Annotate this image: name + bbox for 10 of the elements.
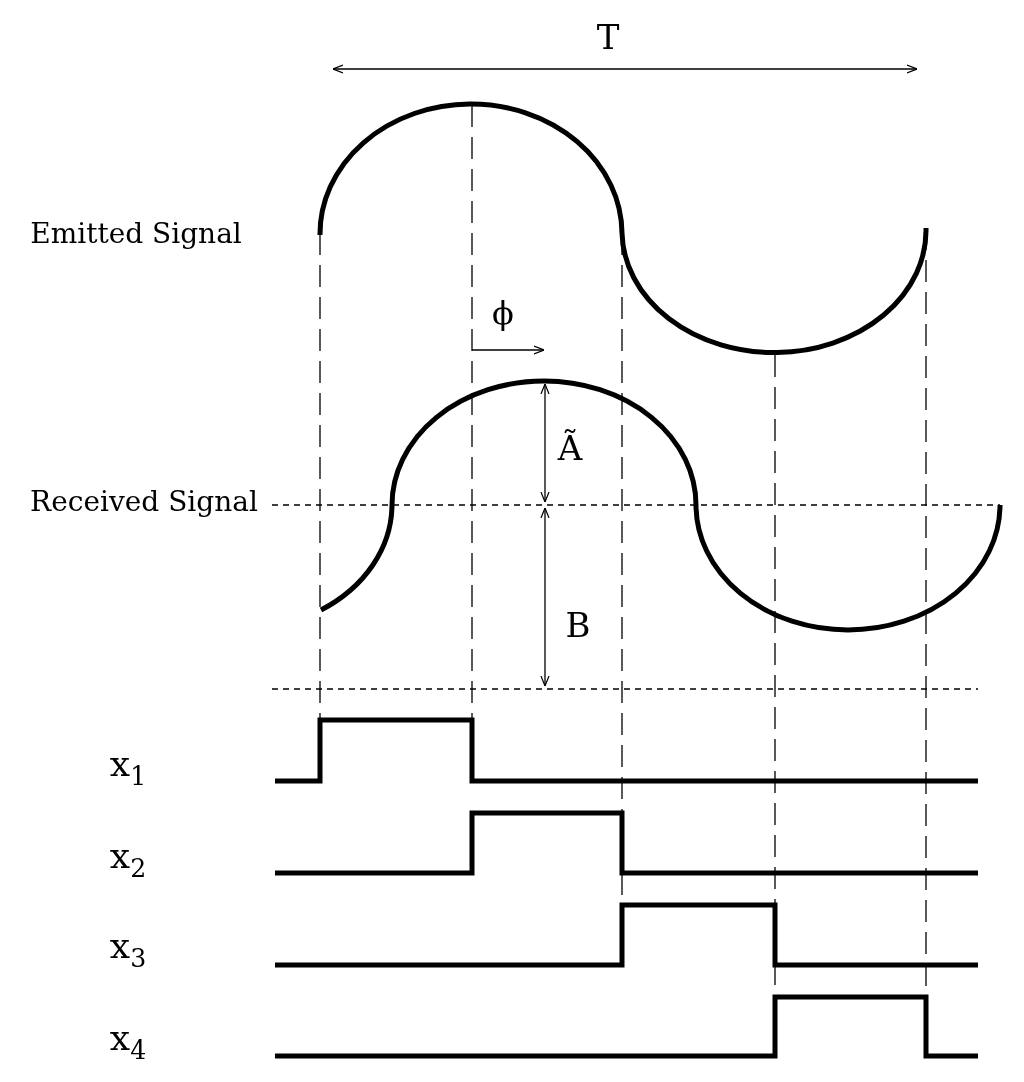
offset-label: B [565,608,591,642]
signal-label: x$_{1}$ [109,746,147,790]
signal-label: x$_{4}$ [109,1020,147,1064]
signal-label: x$_{2}$ [109,838,147,882]
phase-label: ϕ [492,297,514,329]
signal-label: Received Signal [30,488,258,516]
period-label: T [596,20,620,54]
signal-label: Emitted Signal [30,220,242,248]
amplitude-label: Ã [557,431,583,465]
signal-label: x$_{3}$ [109,928,147,972]
